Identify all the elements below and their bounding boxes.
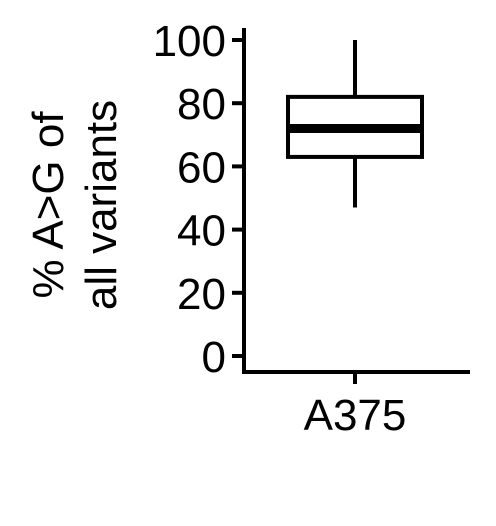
y-axis-title: % A>G of all variants: [24, 100, 126, 310]
y-axis-label-line-1: % A>G of: [24, 111, 73, 299]
y-axis-label-line-2: all variants: [77, 100, 126, 310]
x-axis: A375: [242, 370, 470, 440]
y-tick-label-80: 80: [177, 80, 226, 129]
plot-area: [286, 40, 424, 208]
y-tick-label-40: 40: [177, 207, 226, 256]
y-tick-label-20: 20: [177, 270, 226, 319]
y-tick-label-100: 100: [153, 17, 226, 66]
y-axis: 0 20 40 60 80 100: [153, 17, 246, 382]
x-tick-label-A375: A375: [304, 391, 407, 440]
y-tick-label-0: 0: [202, 333, 226, 382]
y-tick-label-60: 60: [177, 143, 226, 192]
